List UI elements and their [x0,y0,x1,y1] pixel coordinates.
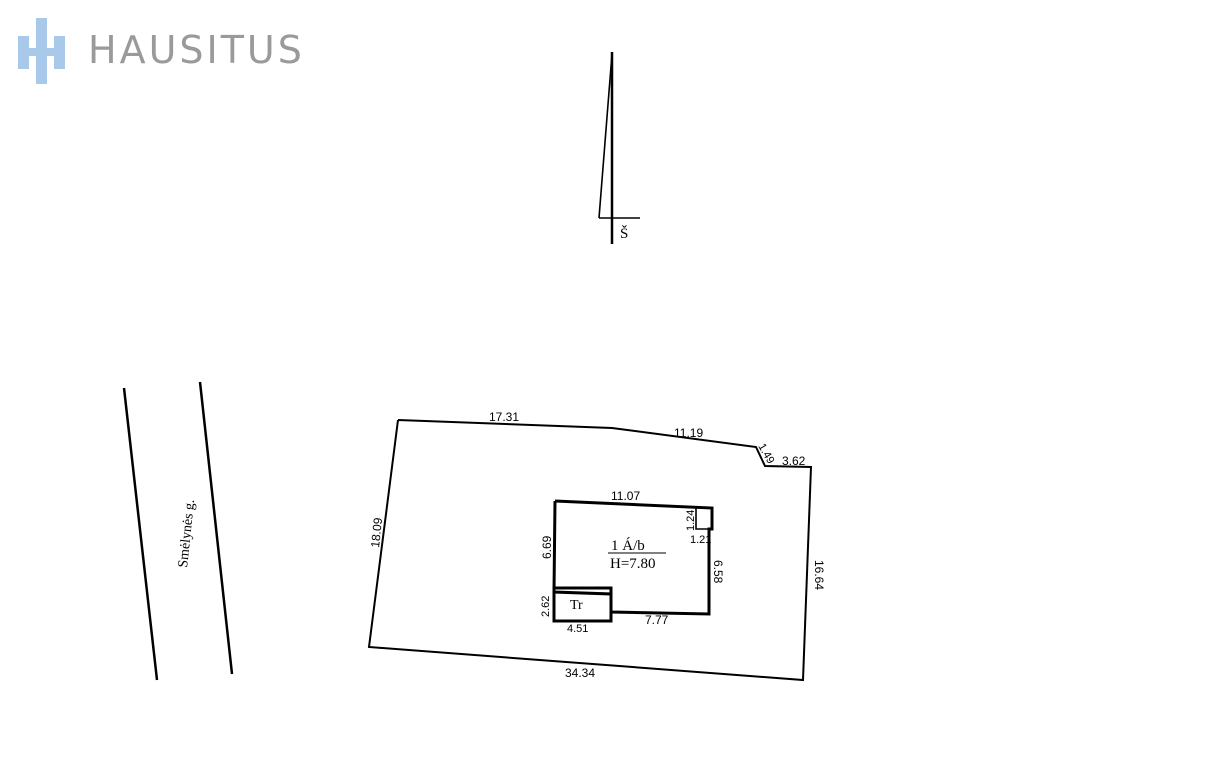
building-dim-top: 11.07 [611,489,640,503]
building-dim-notch-horizontal: 1.21 [690,534,711,546]
annex-outline [552,586,613,623]
plot-boundary: 17.31 11.19 1.49 3.62 18.09 16.64 34.34 [367,410,826,682]
street-name: Smėlynės g. [176,499,198,569]
building-dim-notch-vertical: 1.24 [685,510,697,531]
annex-building: Tr 2.62 4.51 [540,586,613,635]
building-dim-right: 6.58 [711,560,725,584]
plot-dim-left: 18.09 [368,517,385,549]
street-edge-right [198,381,234,675]
brand-name: HAUSITUS [88,28,305,72]
annex-dim-width: 4.51 [567,623,588,635]
north-arrow-label: Š [620,225,628,242]
hausitus-logo-icon [18,18,65,84]
brand-logo: HAUSITUS [18,18,305,84]
plot-dim-top-left: 17.31 [489,410,519,424]
main-building: 11.07 6.69 6.58 7.77 1.24 1.21 1 Á/b H=7… [540,489,725,627]
plot-dim-corner-right: 3.62 [782,454,806,468]
annex-label: Tr [570,598,583,613]
street: Smėlynės g. [122,381,234,681]
north-arrow: Š [598,52,640,244]
plot-dim-top-right: 11.19 [674,426,703,440]
plot-dim-bottom: 34.34 [565,666,595,680]
plot-dim-right: 16.64 [812,560,826,590]
building-dim-bottom: 7.77 [645,613,669,627]
building-outline [552,499,714,616]
annex-dim-height: 2.62 [540,596,552,617]
building-label-line1: 1 Á/b [611,537,645,554]
plot-outline [367,419,813,682]
street-edge-left [122,387,159,681]
north-arrow-head [598,53,613,219]
building-notch [695,508,712,530]
building-dim-left: 6.69 [540,535,554,559]
building-label-line2: H=7.80 [610,556,656,572]
